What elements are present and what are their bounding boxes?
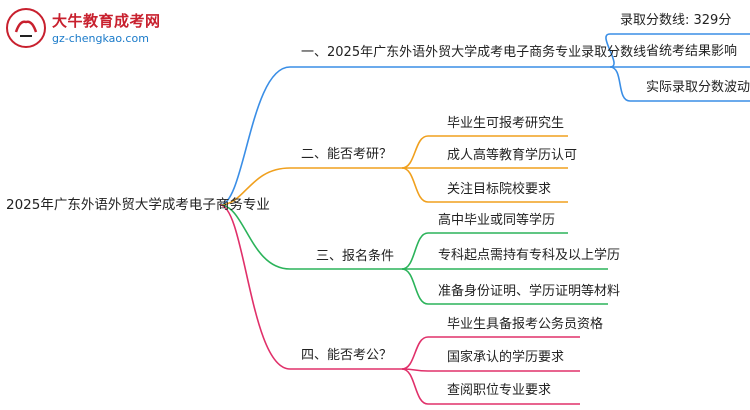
branch-4-child-3-connector — [401, 368, 580, 405]
branch-4-child-3: 查阅职位专业要求 — [447, 383, 552, 398]
branch-1-child-3: 实际录取分数波动 — [646, 80, 750, 95]
branch-4-child-2: 国家承认的学历要求 — [447, 350, 565, 365]
branch-3-child-2: 专科起点需持有专科及以上学历 — [438, 248, 621, 263]
branch-3-child-1: 高中毕业或同等学历 — [438, 213, 556, 228]
branch-1-child-3-connector — [609, 66, 750, 102]
root-node: 2025年广东外语外贸大学成考电子商务专业 — [6, 197, 270, 213]
branch-3-child-3: 准备身份证明、学历证明等材料 — [438, 284, 621, 299]
branch-1-child-2: 省统考结果影响 — [646, 44, 738, 59]
branch-1-child-1: 录取分数线: 329分 — [620, 13, 732, 28]
branch-2-child-3: 关注目标院校要求 — [447, 182, 552, 197]
branch-4-connector — [219, 204, 291, 370]
branch-3-label: 三、报名条件 — [316, 249, 395, 264]
branch-2-child-3-connector — [401, 167, 568, 203]
branch-4-label: 四、能否考公？ — [301, 348, 393, 363]
branch-1-connector — [219, 66, 291, 206]
logo-url[interactable]: gz-chengkao.com — [52, 32, 149, 45]
branch-2-child-1-connector — [401, 135, 568, 169]
logo-mark-icon — [6, 8, 46, 48]
branch-1-child-1-connector — [605, 33, 750, 68]
branch-3-connector — [219, 204, 291, 270]
branch-2-connector — [219, 167, 291, 206]
branch-2-child-1: 毕业生可报考研究生 — [447, 116, 565, 131]
branch-3-child-1-connector — [401, 232, 568, 270]
branch-1-label: 一、2025年广东外语外贸大学成考电子商务专业录取分数线 — [301, 45, 647, 60]
branch-3-child-3-connector — [401, 268, 608, 305]
logo-title: 大牛教育成考网 — [52, 12, 161, 30]
branch-2-label: 二、能否考研？ — [301, 147, 393, 162]
branch-4-child-1: 毕业生具备报考公务员资格 — [447, 317, 604, 332]
branch-4-child-1-connector — [401, 336, 580, 370]
site-logo[interactable]: 大牛教育成考网 gz-chengkao.com — [4, 4, 164, 54]
branch-2-child-2: 成人高等教育学历认可 — [447, 148, 578, 163]
branch-4-child-2-connector — [401, 368, 580, 372]
